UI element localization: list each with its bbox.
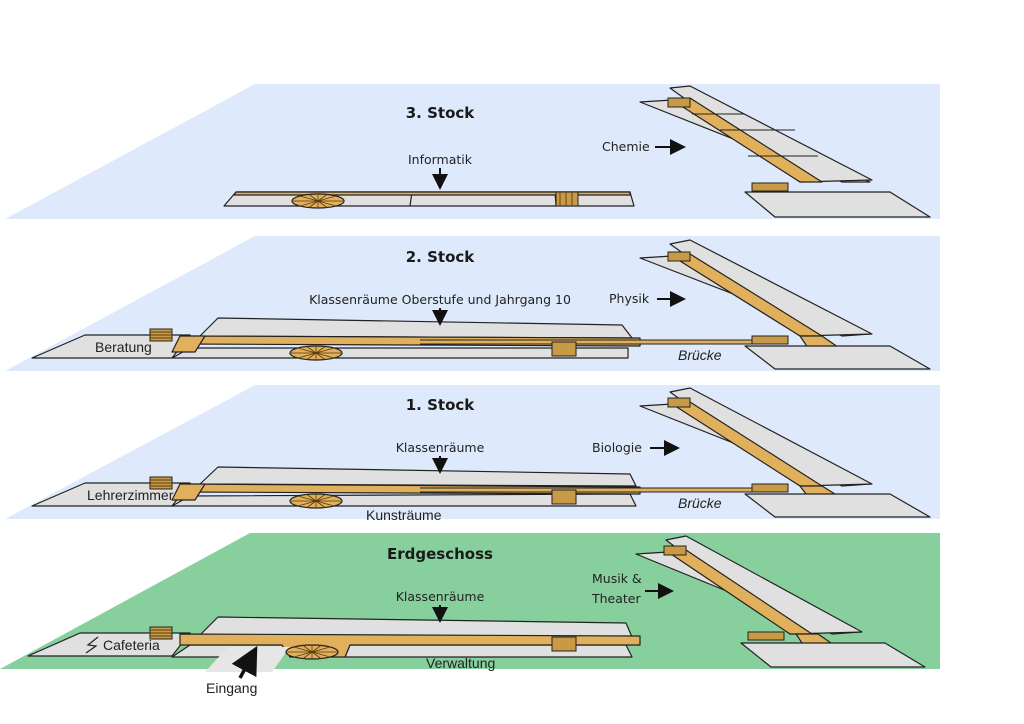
label-informatik: Informatik xyxy=(408,152,473,167)
label-bruecke: Brücke xyxy=(678,347,722,363)
floor-1-classrooms[interactable] xyxy=(199,466,637,487)
label-physik: Physik xyxy=(609,291,650,306)
floor-1: 1. Stock Klassenräume Biologie Lehrerzim… xyxy=(5,385,940,523)
floor-1-kunstraeume[interactable] xyxy=(171,493,637,507)
rotunda-icon xyxy=(291,193,345,209)
label-chemie: Chemie xyxy=(602,139,650,154)
label-lehrerzimmer: Lehrerzimmer xyxy=(87,487,174,503)
floor-3: 3. Stock Informatik Chemie xyxy=(5,84,940,219)
label-bruecke: Brücke xyxy=(678,495,722,511)
entrance-arrow-icon xyxy=(231,645,258,679)
label-eingang: Eingang xyxy=(206,680,257,696)
label-kunstraeume: Kunsträume xyxy=(366,507,442,523)
label-klassenraeume: Klassenräume xyxy=(396,440,485,455)
floor-2-title: 2. Stock xyxy=(406,248,476,266)
rotunda-icon xyxy=(289,493,343,509)
floor-1-title: 1. Stock xyxy=(406,396,476,414)
label-beratung: Beratung xyxy=(95,339,152,355)
label-musik: Musik & xyxy=(592,571,642,586)
floor-ground: Erdgeschoss Klassenräume Musik & Theater… xyxy=(0,533,940,696)
label-klassenraeume: Klassenräume xyxy=(396,589,485,604)
label-verwaltung: Verwaltung xyxy=(426,655,495,671)
label-klassenraeume-oberstufe: Klassenräume Oberstufe und Jahrgang 10 xyxy=(309,292,571,307)
rotunda-icon xyxy=(289,345,343,361)
label-biologie: Biologie xyxy=(592,440,642,455)
label-cafeteria: Cafeteria xyxy=(103,637,160,653)
label-theater: Theater xyxy=(591,591,641,606)
floor-2: 2. Stock Klassenräume Oberstufe und Jahr… xyxy=(5,236,940,371)
lightning-icon xyxy=(85,636,99,654)
floor-ground-title: Erdgeschoss xyxy=(387,545,493,563)
rotunda-icon xyxy=(285,644,339,660)
floor-3-title: 3. Stock xyxy=(406,104,476,122)
